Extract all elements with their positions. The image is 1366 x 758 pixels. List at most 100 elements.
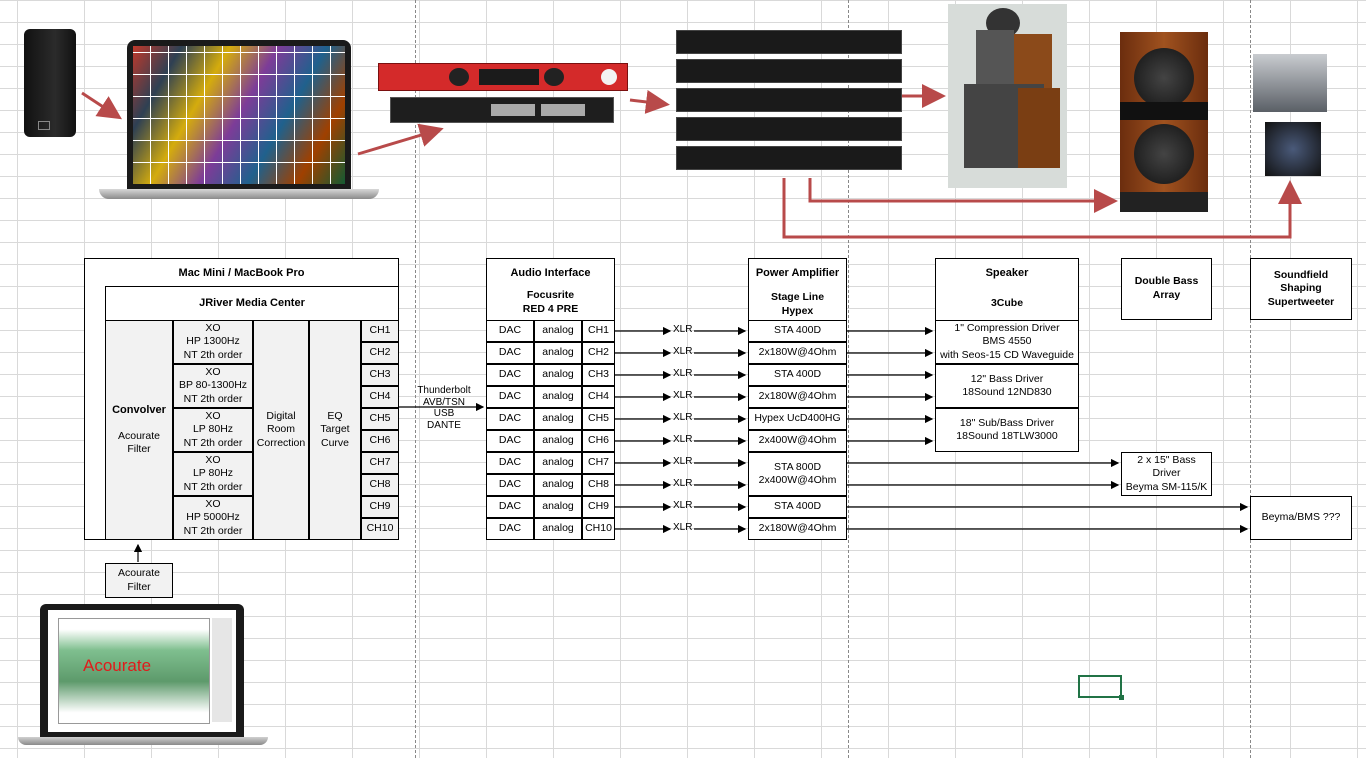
amp-cell: Hypex UcD400HG — [748, 408, 847, 430]
mac-channel-cell: CH5 — [361, 408, 399, 430]
room-correction-cell: Digital Room Correction — [253, 320, 309, 540]
xlr-label: XLR — [673, 456, 693, 467]
amp-cell: STA 400D — [748, 496, 847, 518]
acourate-laptop-base — [18, 737, 268, 745]
audio-interface-model: Focusrite RED 4 PRE — [522, 289, 579, 315]
mac-channel-cell: CH1 — [361, 320, 399, 342]
supertweeter-block — [1250, 258, 1352, 320]
selected-cell[interactable] — [1078, 675, 1124, 700]
power-amplifier-title: Power Amplifier — [755, 266, 840, 279]
double-bass-title: Double Bass Array — [1134, 275, 1199, 301]
interface-cell: DAC — [486, 518, 534, 540]
xo-cell: XO LP 80Hz NT 2th order — [173, 452, 253, 496]
interface-cell: analog — [534, 452, 582, 474]
mac-channel-cell: CH2 — [361, 342, 399, 364]
interface-cell: DAC — [486, 452, 534, 474]
interface-cell: DAC — [486, 430, 534, 452]
supertweeter-driver-cell: Beyma/BMS ??? — [1250, 496, 1352, 540]
interface-cell: analog — [534, 430, 582, 452]
amp-cell: 2x180W@4Ohm — [748, 386, 847, 408]
xlr-arrows — [133, 326, 1249, 562]
external-drive-image — [24, 29, 76, 137]
double-bass-array-image — [1120, 32, 1208, 212]
acourate-laptop-image — [40, 604, 244, 738]
interface-cell: DAC — [486, 496, 534, 518]
speaker-model: 3Cube — [990, 297, 1024, 310]
xo-cell: XO HP 5000Hz NT 2th order — [173, 496, 253, 540]
speaker-driver-cell: 12" Bass Driver 18Sound 12ND830 — [935, 364, 1079, 408]
amp-cell: STA 400D — [748, 320, 847, 342]
amplifier-stack-image — [676, 30, 902, 170]
amp-cell: 2x400W@4Ohm — [748, 430, 847, 452]
mac-channel-cell: CH7 — [361, 452, 399, 474]
amp-cell: STA 400D — [748, 364, 847, 386]
mac-channel-cell: CH4 — [361, 386, 399, 408]
mac-channel-cell: CH9 — [361, 496, 399, 518]
audio-interface-title: Audio Interface — [510, 266, 591, 279]
interface-cell: CH3 — [582, 364, 615, 386]
interface-cell: analog — [534, 364, 582, 386]
connection-label: Thunderbolt AVB/TSN USB DANTE — [417, 385, 471, 431]
3cube-speaker-image — [948, 4, 1067, 188]
xo-cell: XO HP 1300Hz NT 2th order — [173, 320, 253, 364]
interface-cell: CH4 — [582, 386, 615, 408]
interface-cell: DAC — [486, 474, 534, 496]
convolver-filter-label: Acourate Filter — [117, 429, 161, 455]
interface-cell: analog — [534, 518, 582, 540]
convolver-cell: Convolver Acourate Filter — [105, 320, 173, 540]
xlr-label: XLR — [673, 478, 693, 489]
page-break-line — [415, 0, 416, 758]
xlr-label: XLR — [673, 522, 693, 533]
focusrite-rear-image — [390, 97, 614, 123]
interface-cell: CH5 — [582, 408, 615, 430]
supertweeter-horn-image — [1265, 122, 1321, 176]
interface-cell: analog — [534, 408, 582, 430]
xlr-label: XLR — [673, 390, 693, 401]
speaker-driver-cell: 1" Compression Driver BMS 4550 with Seos… — [935, 320, 1079, 364]
eq-target-cell: EQ Target Curve — [309, 320, 361, 540]
xo-cell: XO LP 80Hz NT 2th order — [173, 408, 253, 452]
xlr-label: XLR — [673, 412, 693, 423]
interface-cell: CH6 — [582, 430, 615, 452]
interface-cell: CH9 — [582, 496, 615, 518]
xlr-label: XLR — [673, 434, 693, 445]
xlr-label: XLR — [673, 368, 693, 379]
xlr-label: XLR — [673, 346, 693, 357]
interface-cell: CH7 — [582, 452, 615, 474]
interface-cell: CH1 — [582, 320, 615, 342]
acourate-filter-box: Acourate Filter — [105, 563, 173, 598]
interface-cell: analog — [534, 342, 582, 364]
interface-cell: analog — [534, 320, 582, 342]
interface-cell: analog — [534, 496, 582, 518]
interface-cell: DAC — [486, 386, 534, 408]
album-grid — [133, 46, 345, 184]
speaker-driver-cell: 18" Sub/Bass Driver 18Sound 18TLW3000 — [935, 408, 1079, 452]
supertweeter-title: Soundfield Shaping Supertweeter — [1267, 268, 1335, 308]
amp-cell: 2x180W@4Ohm — [748, 518, 847, 540]
interface-cell: DAC — [486, 408, 534, 430]
mac-channel-cell: CH3 — [361, 364, 399, 386]
signal-flow-arrows — [81, 84, 1302, 239]
focusrite-front-image — [378, 63, 628, 91]
mac-mini-title: Mac Mini / MacBook Pro — [178, 266, 305, 279]
interface-cell: CH2 — [582, 342, 615, 364]
double-bass-driver-cell: 2 x 15" Bass Driver Beyma SM-115/K — [1121, 452, 1212, 496]
acourate-screen-label: Acourate — [83, 656, 152, 675]
jriver-title: JRiver Media Center — [199, 296, 305, 309]
interface-cell: analog — [534, 386, 582, 408]
mac-channel-cell: CH6 — [361, 430, 399, 452]
xlr-label: XLR — [673, 324, 693, 335]
page-break-line — [848, 0, 849, 758]
page-break-line — [1250, 0, 1251, 758]
interface-cell: CH8 — [582, 474, 615, 496]
macbook-base — [99, 189, 379, 199]
xlr-label: XLR — [673, 500, 693, 511]
interface-cell: DAC — [486, 364, 534, 386]
power-amplifier-brand: Stage Line Hypex — [770, 291, 825, 317]
convolver-label: Convolver — [112, 404, 166, 416]
mac-channel-cell: CH8 — [361, 474, 399, 496]
supertweeter-image — [1253, 54, 1327, 112]
interface-cell: CH10 — [582, 518, 615, 540]
interface-cell: analog — [534, 474, 582, 496]
